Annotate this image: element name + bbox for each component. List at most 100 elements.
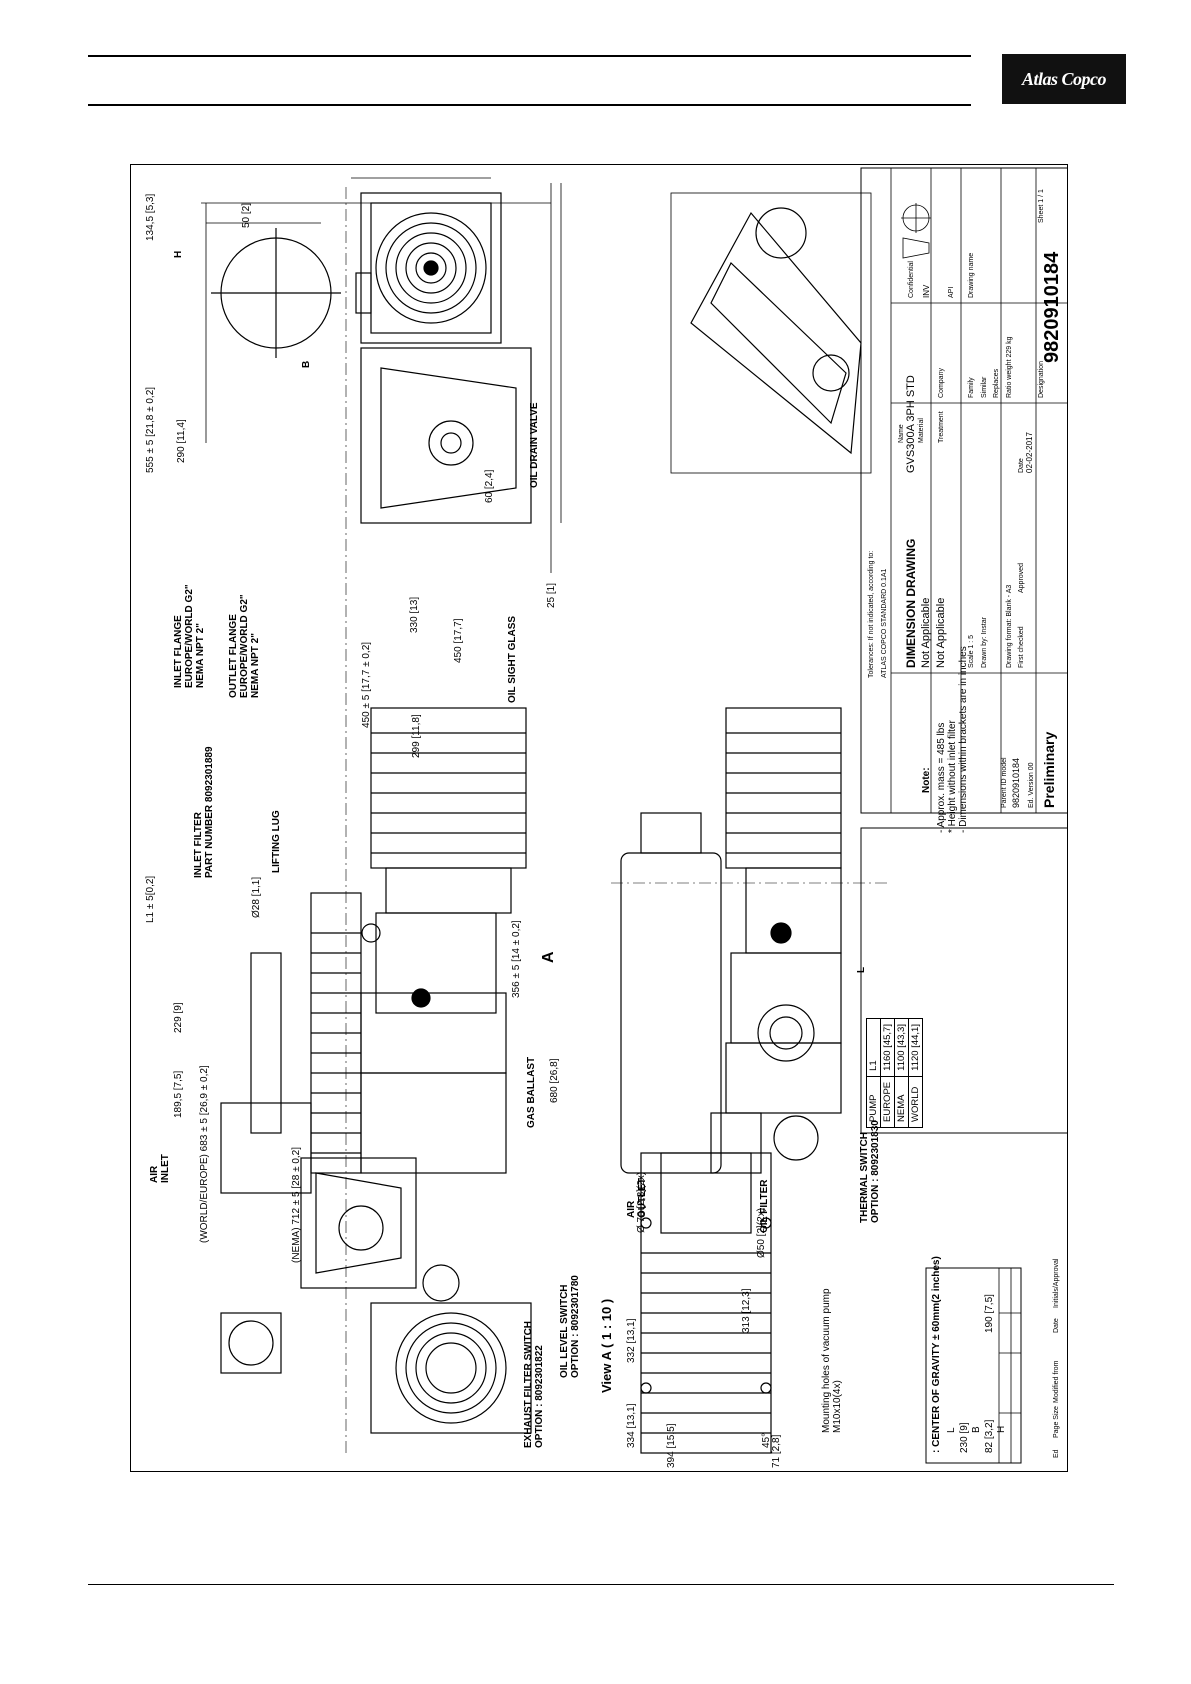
tb-drawing-format: Drawing format: Blank - A3: [1006, 584, 1013, 668]
note-title: Note:: [921, 767, 932, 793]
pump-header: PUMP: [866, 1076, 881, 1128]
dim-60: 60 [2,4]: [484, 469, 495, 503]
dim-299: 299 [11,8]: [411, 714, 422, 758]
cog-table-title: : CENTER OF GRAVITY ± 60mm(2 inches): [931, 1256, 942, 1453]
label-oil-level-switch: OIL LEVEL SWITCH OPTION : 8092301780: [559, 1275, 581, 1378]
cog-header-l: L: [946, 1427, 957, 1433]
l1-cell: 1100 [43,3]: [894, 1018, 909, 1077]
dim-330: 330 [13]: [409, 596, 420, 633]
dim-229: 229 [9]: [173, 1002, 184, 1033]
rev-modified-from: Modified from: [1053, 1360, 1060, 1403]
tb-ed-version: Ed. Version 00: [1028, 762, 1035, 808]
end-view-inlet: [201, 177, 562, 573]
dim-l: L: [856, 966, 867, 973]
dia-28: Ø28 [1,1]: [251, 876, 262, 918]
note-lines: - Approx. mass = 485 lbs * Height withou…: [936, 646, 969, 833]
dim-313: 313 [12,3]: [741, 1288, 752, 1333]
dim-25: 25 [1]: [546, 582, 557, 608]
tb-drawing-name: Drawing name: [968, 252, 975, 298]
cog-value-b: 82 [3,2]: [984, 1419, 995, 1453]
tb-inv: INV: [922, 284, 931, 298]
cog-value-h: 190 [7,5]: [984, 1294, 995, 1333]
label-air-inlet: AIR INLET: [149, 1154, 171, 1183]
cog-header-b: B: [971, 1426, 982, 1433]
tb-material: Not Applicable: [920, 597, 932, 668]
pump-cell: WORLD: [908, 1076, 923, 1128]
tb-first-checked: First checked: [1018, 626, 1025, 668]
dim-189: 189,5 [7,5]: [173, 1070, 184, 1118]
tb-treatment-label: Treatment: [938, 411, 945, 443]
dim-450-5: 450 ± 5 [17,7 ± 0,2]: [361, 641, 372, 728]
dia-70: Ø 70 [2,8](2x): [636, 1171, 647, 1233]
tb-similar: Similar: [981, 376, 988, 398]
rev-ed: Ed: [1053, 1449, 1060, 1458]
tb-drawn-by: Drawn by: Instar: [981, 617, 988, 668]
dim-50: 50 [2]: [241, 202, 252, 228]
tb-confidential: Confidential: [908, 261, 915, 298]
drawing-lines: [201, 167, 1067, 1464]
tb-parent: Parent ID model: [1001, 757, 1008, 808]
label-outlet-flange: OUTLET FLANGE EUROPE/WORLD G2" NEMA NPT …: [228, 594, 261, 698]
tb-material-label: Material: [918, 418, 925, 443]
dim-134: 134,5 [5,3]: [145, 193, 156, 241]
view-a-title: View A ( 1 : 10 ): [599, 1298, 614, 1393]
dim-b: B: [301, 360, 312, 368]
drawing-frame: H 50 [2] 134,5 [5,3] B 290 [11,4] 555 ± …: [130, 164, 1068, 1472]
tb-replaces: Replaces: [993, 368, 1000, 398]
tb-date: 02-02-2017: [1025, 432, 1034, 473]
dia-50: Ø50 [2](2x): [756, 1207, 767, 1258]
dim-683: (WORLD/EUROPE) 683 ± 5 [26,9 ± 0,2]: [199, 1065, 210, 1243]
tb-sheet: Sheet 1 / 1: [1038, 189, 1045, 223]
view-a: [640, 1112, 772, 1454]
tb-name: DIMENSION DRAWING: [904, 538, 918, 668]
l1-cell: 1120 [44,1]: [908, 1018, 923, 1077]
atlas-copco-logo: Atlas Copco: [1002, 54, 1126, 104]
dim-h: H: [173, 250, 184, 258]
l1-cell: 1160 [45,7]: [880, 1018, 895, 1077]
footer-rule: [88, 1584, 1114, 1585]
rev-initials: Initials/Approval: [1053, 1258, 1060, 1308]
tb-ref-id: 9820910184: [1011, 757, 1021, 808]
end-view-outlet: [220, 1157, 532, 1434]
dim-334: 334 [13,1]: [626, 1403, 637, 1448]
dim-356: 356 ± 5 [14 ± 0,2]: [511, 920, 522, 998]
pump-cell: NEMA: [894, 1076, 909, 1128]
arrow-a: A: [540, 951, 557, 963]
tb-status: Preliminary: [1041, 731, 1057, 808]
rev-page-size: Page Size: [1053, 1406, 1060, 1438]
cog-header-h: H: [996, 1425, 1007, 1433]
tb-family: Family: [968, 377, 975, 398]
label-thermal-switch: THERMAL SWITCH OPTION : 8092301830: [859, 1120, 881, 1223]
dim-712: (NEMA) 712 ± 5 [28 ± 0,2]: [291, 1146, 302, 1263]
label-exhaust-filter-switch: EXHAUST FILTER SWITCH OPTION : 809230182…: [523, 1320, 545, 1448]
label-oil-sight-glass: OIL SIGHT GLASS: [507, 615, 518, 703]
label-lifting-lug: LIFTING LUG: [271, 810, 282, 873]
tb-designation-label: Designation: [1038, 361, 1045, 398]
label-inlet-flange: INLET FLANGE EUROPE/WORLD G2" NEMA NPT 2…: [173, 584, 206, 688]
dim-71: 71 [2,8]: [771, 1434, 782, 1468]
tb-treatment: Not Applicable: [935, 597, 947, 668]
dim-555: 555 ± 5 [21,8 ± 0,2]: [145, 386, 156, 473]
l1-header: L1: [866, 1018, 881, 1077]
side-view: [220, 183, 527, 1453]
tb-std: ATLAS COPCO STANDARD 0.1A1: [881, 568, 888, 678]
header-rule-bottom: [88, 104, 971, 106]
tb-company: Company: [938, 368, 945, 398]
isometric-view: [670, 192, 872, 474]
dim-290: 290 [11,4]: [176, 419, 187, 463]
cog-value-l: 230 [9]: [959, 1422, 970, 1453]
tb-tolerances: Tolerances: If not indicated, according …: [868, 550, 875, 678]
rev-date: Date: [1053, 1318, 1060, 1333]
dim-450-177: 450 [17,7]: [453, 618, 464, 663]
dim-332: 332 [13,1]: [626, 1318, 637, 1363]
pump-cell: EUROPE: [880, 1076, 895, 1128]
dim-394: 394 [15,5]: [666, 1423, 677, 1468]
label-oil-drain-valve: OIL DRAIN VALVE: [529, 402, 540, 488]
tb-model: GVS300A 3PH STD: [905, 375, 917, 473]
tb-approved: Approved: [1018, 563, 1025, 593]
tb-api: API: [948, 286, 955, 298]
tb-number: 9820910184: [1041, 251, 1063, 363]
